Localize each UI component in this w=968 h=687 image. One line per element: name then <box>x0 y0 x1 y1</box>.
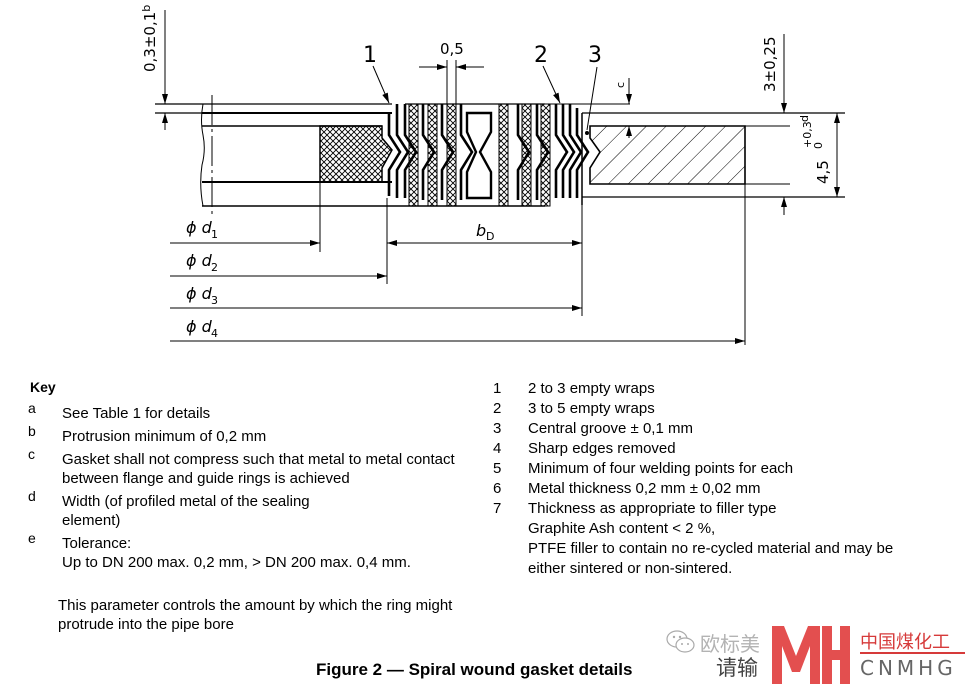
wechat-icon <box>666 630 695 653</box>
key-text: Protrusion minimum of 0,2 mm <box>62 428 267 445</box>
key-item-b: b Protrusion minimum of 0,2 mm <box>28 423 488 446</box>
key-number: 5 <box>493 460 502 477</box>
key-number-item: 3 Central groove ± 0,1 mm <box>493 419 963 439</box>
key-number-text: Minimum of four welding points for each <box>528 460 794 477</box>
sealing-width-bd: b D <box>387 221 582 246</box>
diameter-d2: ϕ d 2 <box>170 251 387 279</box>
key-letter: e <box>28 530 36 546</box>
key-text: See Table 1 for details <box>62 405 211 422</box>
key-number-text: either sintered or non-sintered. <box>528 560 733 577</box>
key-number-item: 6 Metal thickness 0,2 mm ± 0,02 mm <box>493 479 963 499</box>
key-number-item: PTFE filler to contain no re-cycled mate… <box>493 539 963 559</box>
protrusion-dimension: 0,3±0,1b <box>140 5 168 130</box>
brand-divider <box>860 652 965 654</box>
svg-text:0: 0 <box>812 142 825 149</box>
key-text-line: Up to DN 200 max. 0,2 mm, > DN 200 max. … <box>62 554 411 571</box>
key-number: 4 <box>493 440 502 457</box>
key-number-text: 3 to 5 empty wraps <box>528 400 655 417</box>
callout-2: 2 <box>534 43 548 68</box>
svg-text:ϕ d: ϕ d <box>186 284 213 303</box>
groove-width-dimension: 0,5 <box>419 40 484 104</box>
key-number <box>493 539 528 559</box>
svg-text:+0,3: +0,3 <box>801 121 814 148</box>
inner-ring <box>155 95 545 215</box>
key-number-item: 7 Thickness as appropriate to filler type <box>493 499 963 519</box>
key-number-item: Graphite Ash content < 2 %, <box>493 519 963 539</box>
key-letter-list: a See Table 1 for details b Protrusion m… <box>28 400 488 576</box>
svg-text:0,5: 0,5 <box>440 40 464 58</box>
key-letter: a <box>28 400 36 416</box>
callout-3: 3 <box>588 43 602 68</box>
key-number: 1 <box>493 380 502 397</box>
key-number-text: Metal thickness 0,2 mm ± 0,02 mm <box>528 480 761 497</box>
svg-text:D: D <box>486 230 494 243</box>
key-number-text: 2 to 3 empty wraps <box>528 380 655 397</box>
svg-text:ϕ d: ϕ d <box>186 218 213 237</box>
key-number-item: 5 Minimum of four welding points for each <box>493 459 963 479</box>
brand-name-cn: 中国煤化工 <box>860 632 950 653</box>
key-number-item: either sintered or non-sintered. <box>493 559 963 579</box>
key-number-text: PTFE filler to contain no re-cycled mate… <box>528 540 894 557</box>
svg-text:ϕ d: ϕ d <box>186 251 213 270</box>
key-number-item: 4 Sharp edges removed <box>493 439 963 459</box>
svg-text:4: 4 <box>211 327 218 340</box>
watermark-text: 欧标美 <box>700 632 760 656</box>
compress-note-dimension: c <box>614 78 632 138</box>
key-item-d: d Width (of profiled metal of the sealin… <box>28 488 488 530</box>
key-number-item: 1 2 to 3 empty wraps <box>493 379 963 399</box>
svg-text:2: 2 <box>211 261 218 274</box>
key-title: Key <box>30 379 56 395</box>
key-letter: b <box>28 423 36 439</box>
diameter-d3: ϕ d 3 <box>170 284 582 311</box>
inner-filler-block <box>319 125 393 183</box>
key-number: 3 <box>493 420 502 437</box>
key-number: 6 <box>493 480 502 497</box>
callout-1: 1 <box>363 43 377 68</box>
svg-text:3: 3 <box>211 294 218 307</box>
key-text: Gasket shall not compress such that meta… <box>62 451 455 487</box>
brand-logo-icon <box>772 626 850 684</box>
key-item-c: c Gasket shall not compress such that me… <box>28 446 488 488</box>
key-letter: c <box>28 446 35 462</box>
diameter-extension-lines <box>319 182 746 345</box>
key-note: This parameter controls the amount by wh… <box>58 597 453 633</box>
key-number-item: 2 3 to 5 empty wraps <box>493 399 963 419</box>
key-number-text: Graphite Ash content < 2 %, <box>528 520 716 537</box>
svg-text:1: 1 <box>211 228 218 241</box>
svg-text:ϕ d: ϕ d <box>186 317 213 336</box>
key-number <box>493 559 528 579</box>
key-number: 2 <box>493 400 502 417</box>
key-text-line: Tolerance: <box>62 535 132 552</box>
diameter-d1: ϕ d 1 <box>170 218 320 246</box>
key-text: Width (of profiled metal of the sealing … <box>62 493 310 529</box>
key-letter: d <box>28 488 36 504</box>
watermark-text: 请输 <box>716 656 758 680</box>
diameter-d4: ϕ d 4 <box>170 317 745 344</box>
key-number-text: Sharp edges removed <box>528 440 676 457</box>
spiral-windings <box>387 103 590 207</box>
svg-text:b: b <box>476 221 486 240</box>
sealing-thickness-dimension: 4,5 +0,3 0 d <box>798 113 840 197</box>
guide-ring-thickness-dimension: 3±0,25 <box>761 34 787 215</box>
svg-text:c: c <box>614 82 627 88</box>
key-item-e: e Tolerance: Up to DN 200 max. 0,2 mm, >… <box>28 530 488 572</box>
svg-text:0,3±0,1b: 0,3±0,1b <box>140 5 159 72</box>
figure-caption: Figure 2 — Spiral wound gasket details <box>316 660 633 679</box>
key-number: 7 <box>493 500 502 517</box>
key-number <box>493 519 528 539</box>
svg-text:3±0,25: 3±0,25 <box>761 36 779 92</box>
key-number-text: Central groove ± 0,1 mm <box>528 420 693 437</box>
gasket-cross-section-drawing: 0,3±0,1b 1 0,5 2 3 c 3±0,25 4,5 +0,3 0 d <box>140 5 845 345</box>
brand-name-en: CNMHG <box>860 656 957 680</box>
key-number-text: Thickness as appropriate to filler type <box>528 500 777 517</box>
key-text: Tolerance: Up to DN 200 max. 0,2 mm, > D… <box>62 534 488 572</box>
outer-guide-ring <box>545 103 845 205</box>
svg-text:4,5: 4,5 <box>814 160 832 184</box>
key-item-a: a See Table 1 for details <box>28 400 488 423</box>
svg-text:d: d <box>798 115 811 122</box>
